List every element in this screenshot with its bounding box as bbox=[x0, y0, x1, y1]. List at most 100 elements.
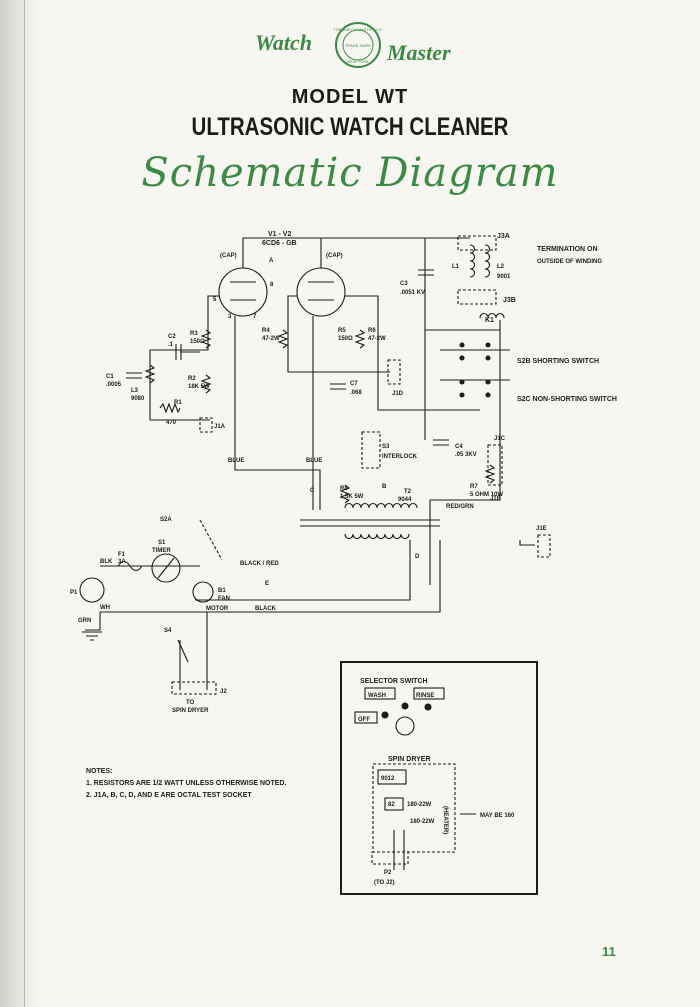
fuse-f1-icon bbox=[117, 560, 143, 572]
part-82: 82 bbox=[388, 802, 395, 808]
label-t2: T2 bbox=[404, 489, 412, 495]
label-termination-2: OUTSIDE OF WINDING bbox=[537, 259, 602, 265]
r1-wire bbox=[149, 395, 210, 421]
relay-wire bbox=[429, 320, 501, 585]
seal-icon: THE WATCH MASTER CO. TRADE MARK NEW YORK bbox=[333, 22, 383, 68]
label-l1: L1 bbox=[452, 264, 460, 270]
label-black: BLACK bbox=[255, 606, 277, 612]
connector-j1e bbox=[537, 534, 551, 558]
label-b1: B1 bbox=[218, 588, 226, 594]
label-j1e: J1E bbox=[536, 526, 547, 532]
capacitor-c1 bbox=[126, 372, 142, 379]
label-j3b: J3B bbox=[503, 297, 516, 304]
tube-type: 6CD6 - GB bbox=[262, 240, 297, 247]
model-title: MODEL WT bbox=[291, 86, 409, 108]
label-l3-val: 9080 bbox=[131, 396, 145, 402]
label-wh: WH bbox=[100, 605, 110, 611]
label-k1: K1 bbox=[485, 317, 494, 324]
label-r5-val: 150Ω bbox=[338, 336, 353, 342]
timer-hand bbox=[157, 557, 175, 579]
selector-off: OFF bbox=[358, 717, 370, 723]
coil-l2 bbox=[484, 244, 491, 278]
label-grn: GRN bbox=[78, 618, 91, 624]
test-point-a: A bbox=[269, 258, 274, 264]
power-wires bbox=[85, 565, 200, 631]
part-9012: 9012 bbox=[381, 776, 395, 782]
timer-s1-icon bbox=[151, 553, 181, 583]
blue-wire bbox=[234, 316, 321, 510]
label-c2: C2 bbox=[168, 334, 176, 340]
label-blue-1: BLUE bbox=[228, 458, 244, 464]
interlock-s3 bbox=[361, 431, 381, 469]
label-termination-1: TERMINATION ON bbox=[537, 246, 598, 253]
transformer-primary bbox=[344, 502, 418, 509]
connector-j1d bbox=[387, 359, 401, 385]
page-edge bbox=[24, 0, 25, 1007]
selector-switch-panel: SELECTOR SWITCH WASH RINSE OFF SPIN DRYE… bbox=[340, 661, 538, 895]
tube-v1 bbox=[218, 252, 268, 317]
label-s3: S3 bbox=[382, 444, 390, 450]
label-s1: S1 bbox=[158, 540, 166, 546]
label-r8-val: 1.5K 5W bbox=[340, 494, 364, 500]
v2-grid-wire bbox=[287, 295, 390, 373]
may-be-160: MAY BE 160 bbox=[480, 813, 515, 819]
label-blk: BLK bbox=[100, 559, 113, 565]
label-r1: R1 bbox=[174, 400, 182, 406]
plate-wire bbox=[345, 295, 480, 411]
selector-rinse: RINSE bbox=[416, 693, 434, 699]
watch-master-logo: Watch THE WATCH MASTER CO. TRADE MARK NE… bbox=[255, 20, 465, 74]
tube-cap-left: (CAP) bbox=[220, 253, 237, 259]
tube-v2 bbox=[296, 252, 346, 317]
capacitor-c3 bbox=[418, 269, 434, 276]
label-j1d: J1D bbox=[392, 391, 404, 397]
s2a-link bbox=[199, 519, 223, 561]
resistor-r8 bbox=[339, 484, 351, 504]
fan-motor-b1-icon bbox=[192, 581, 214, 603]
label-p2-to: (TO J2) bbox=[374, 880, 395, 886]
b-plus-wire bbox=[242, 237, 426, 440]
heater-res-2: 180-22W bbox=[410, 819, 435, 825]
label-r6: R6 bbox=[368, 328, 376, 334]
note-2: 2. J1A, B, C, D, AND E ARE OCTAL TEST SO… bbox=[86, 792, 252, 799]
transformer-secondary bbox=[344, 533, 410, 540]
resistor-r4 bbox=[277, 329, 289, 349]
label-r1-val: 470 bbox=[166, 420, 177, 426]
label-c3-val: .0051 KV bbox=[400, 290, 425, 296]
capacitor-c2 bbox=[175, 344, 182, 360]
label-c3: C3 bbox=[400, 281, 408, 287]
tube-label: V1 - V2 bbox=[268, 231, 291, 238]
label-c7-val: .068 bbox=[350, 390, 362, 396]
switch-s2c bbox=[459, 379, 491, 398]
label-j3a: J3A bbox=[497, 233, 510, 240]
capacitor-c4 bbox=[433, 439, 449, 446]
plug-p1-icon bbox=[79, 577, 105, 603]
connector-j1c bbox=[487, 444, 503, 486]
resistor-r1 bbox=[159, 402, 181, 414]
label-l3: L3 bbox=[131, 388, 139, 394]
capacitor-c7 bbox=[330, 383, 346, 390]
logo-word-master: Master bbox=[387, 40, 451, 65]
label-b1-motor: MOTOR bbox=[206, 606, 229, 612]
notes-title: NOTES: bbox=[86, 768, 113, 775]
label-f1: F1 bbox=[118, 552, 126, 558]
resistor-r3 bbox=[200, 329, 212, 349]
label-r4-val: 47-2W bbox=[262, 336, 280, 342]
label-blue-2: BLUE bbox=[306, 458, 322, 464]
page-binding-shadow bbox=[0, 0, 40, 1007]
label-p1: P1 bbox=[70, 590, 78, 596]
label-s2c: S2C NON-SHORTING SWITCH bbox=[517, 396, 617, 403]
schematic-heading: Schematic Diagram bbox=[141, 150, 559, 196]
connector-j3a bbox=[457, 235, 497, 251]
note-1: 1. RESISTORS ARE 1/2 WATT UNLESS OTHERWI… bbox=[86, 780, 287, 787]
label-r3: R3 bbox=[190, 331, 198, 337]
dryer-wires bbox=[179, 612, 208, 690]
j1e-wire bbox=[519, 540, 535, 546]
label-t2-val: 9044 bbox=[398, 497, 412, 503]
label-f1-val: 3A bbox=[118, 559, 126, 565]
label-j2-name: SPIN DRYER bbox=[172, 708, 209, 714]
seal-bottom-text: NEW YORK bbox=[347, 59, 369, 64]
label-c2-val: .1 bbox=[168, 342, 174, 348]
label-b1-sub: FAN bbox=[218, 596, 230, 602]
notes-block: NOTES: 1. RESISTORS ARE 1/2 WATT UNLESS … bbox=[86, 766, 286, 802]
